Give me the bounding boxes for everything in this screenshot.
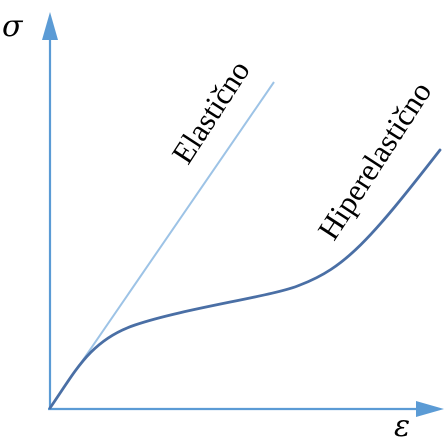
y-axis-symbol: σ — [2, 9, 24, 44]
x-axis-symbol: ε — [394, 409, 410, 437]
hyperelastic-curve — [48, 148, 442, 410]
x-axis-arrowhead — [416, 401, 444, 417]
y-axis-arrowhead — [42, 12, 58, 40]
elastic-line — [49, 81, 275, 409]
hyperelastic-label: Hiperelastično — [311, 75, 439, 246]
elastic-label: Elastično — [165, 54, 257, 170]
